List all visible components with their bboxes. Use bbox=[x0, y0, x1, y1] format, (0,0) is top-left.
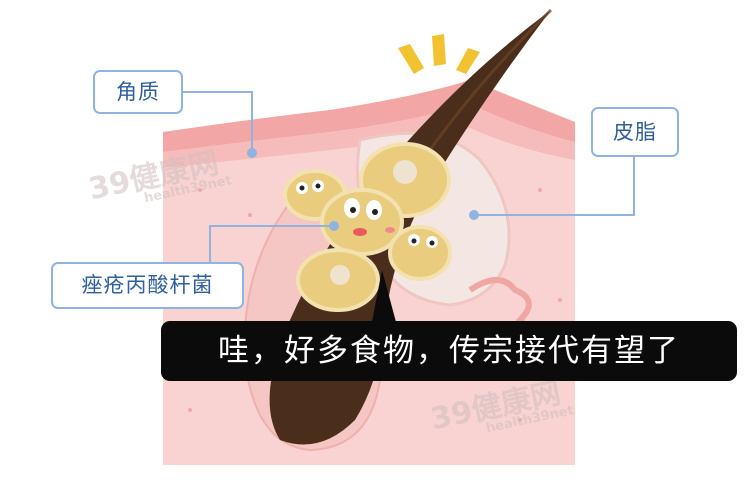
speech-caption: 哇，好多食物，传宗接代有望了 bbox=[161, 321, 737, 381]
alert-burst-icon bbox=[398, 34, 480, 74]
label-acne-bacteria: 痤疮丙酸杆菌 bbox=[51, 262, 244, 309]
bacteria-cluster-icon bbox=[283, 142, 452, 312]
label-keratin: 角质 bbox=[93, 70, 183, 114]
bacterium bbox=[388, 225, 452, 281]
caption-pointer bbox=[372, 270, 396, 322]
leader-lines bbox=[183, 91, 635, 262]
label-sebum: 皮脂 bbox=[591, 107, 679, 157]
bacterium bbox=[320, 188, 404, 256]
bacterium bbox=[296, 248, 380, 312]
